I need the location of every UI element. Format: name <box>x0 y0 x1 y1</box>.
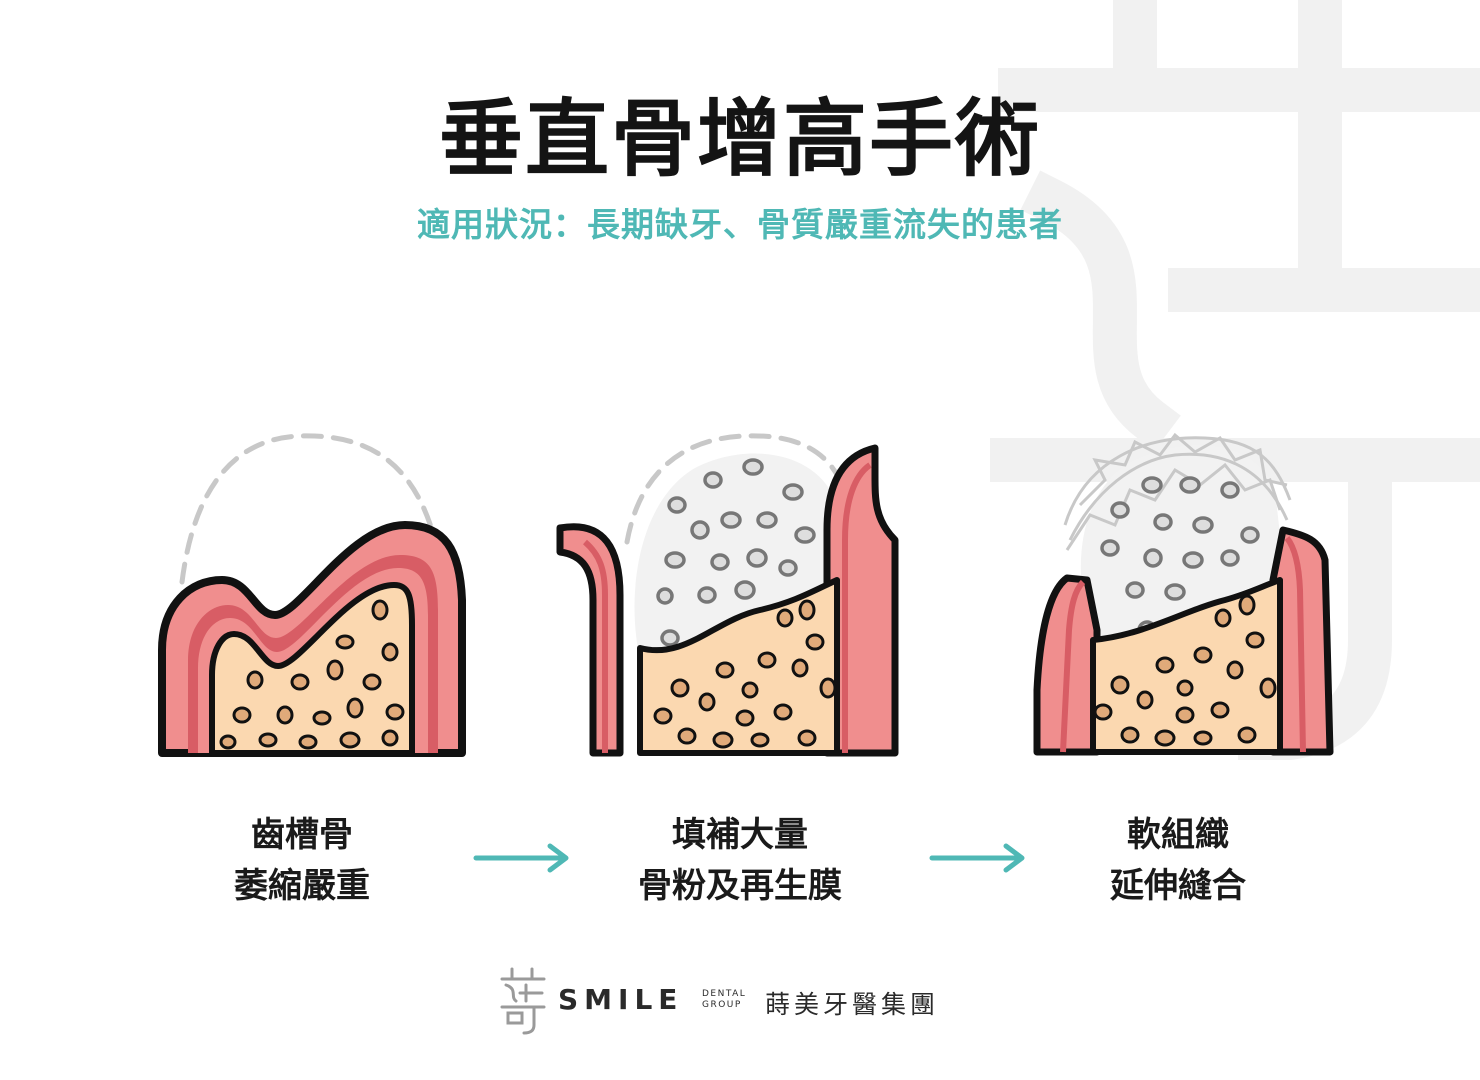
stage-1-illustration <box>158 433 466 757</box>
stage-1-caption: 齒槽骨 萎縮嚴重 <box>152 810 452 912</box>
arrow-right-icon <box>473 843 569 873</box>
page-title: 垂直骨增高手術 <box>438 90 1041 188</box>
stage-2-line-1: 填補大量 <box>672 815 808 855</box>
arrow-right-icon <box>929 843 1025 873</box>
brand-subtext: DENTAL GROUP <box>702 989 746 1011</box>
bone-particles <box>653 599 837 749</box>
left-gum-band <box>582 539 608 753</box>
brand-chinese-name: 蒔美牙醫集團 <box>765 990 940 1019</box>
alveolar-bone <box>1090 577 1283 755</box>
brand-name: SMILE <box>558 983 684 1016</box>
right-gum-band <box>842 462 872 753</box>
stage-3-caption: 軟組織 延伸縫合 <box>1028 810 1328 912</box>
left-gum-band <box>1060 579 1086 753</box>
stage-1-line-2: 萎縮嚴重 <box>234 866 370 906</box>
stage-3-line-1: 軟組織 <box>1127 815 1229 855</box>
original-bone-outline <box>179 433 435 585</box>
graft-particles <box>656 458 816 647</box>
stage-2-line-2: 骨粉及再生膜 <box>638 866 842 906</box>
bone-particles <box>1093 594 1277 747</box>
stage-3-line-2: 延伸縫合 <box>1110 866 1246 906</box>
left-gum-flap <box>556 523 624 757</box>
stage-2-illustration <box>556 433 899 757</box>
original-bone-outline <box>624 433 843 545</box>
stage-2-caption: 填補大量 骨粉及再生膜 <box>590 810 890 912</box>
brand-logo-icon <box>500 967 546 1035</box>
stage-3-illustration <box>1033 432 1334 756</box>
brand-dental: DENTAL <box>702 989 747 999</box>
bone-particles <box>219 599 405 750</box>
page-subtitle: 適用狀況：長期缺牙、骨質嚴重流失的患者 <box>417 205 1063 244</box>
brand-group: GROUP <box>702 1000 742 1010</box>
suture-lines <box>1063 432 1292 551</box>
stage-1-line-1: 齒槽骨 <box>251 815 353 855</box>
right-gum-band <box>1284 536 1306 753</box>
